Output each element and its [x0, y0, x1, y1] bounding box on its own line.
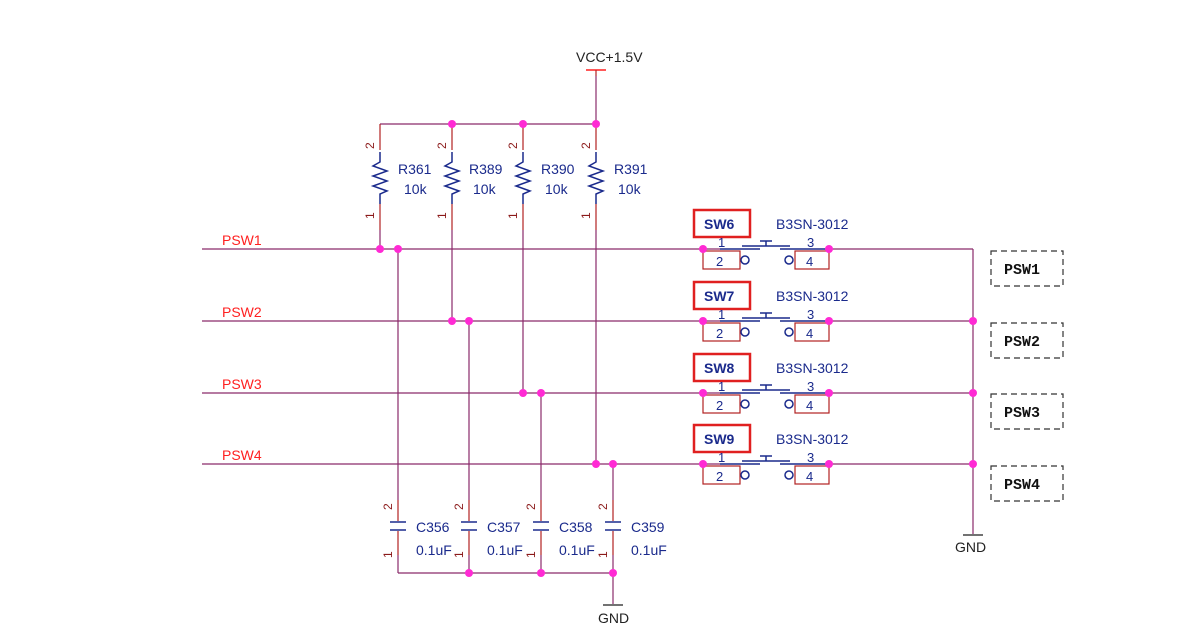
r390-value: 10k [545, 181, 569, 197]
gnd-bottom-label: GND [598, 610, 629, 626]
resistor-r361: 2 1 R361 10k [363, 124, 432, 249]
r361-value: 10k [404, 181, 428, 197]
r391-pin-bottom: 1 [579, 212, 593, 219]
sw6-ref: SW6 [704, 216, 735, 232]
sw8-highlight [692, 352, 752, 383]
bottom-gnd: GND [398, 572, 629, 626]
gnd-right-label: GND [955, 539, 986, 555]
c358-value: 0.1uF [559, 542, 595, 558]
sw7-pin4: 4 [806, 326, 813, 341]
capacitor-c357: 2 1 C357 0.1uF [452, 500, 523, 573]
switch-sw8: SW8 B3SN-3012 1 3 2 4 [692, 352, 849, 414]
port-label-psw3: PSW3 [1004, 405, 1040, 422]
port-psw2: PSW2 [990, 322, 1064, 359]
port-psw3: PSW3 [990, 393, 1064, 430]
c358-ref: C358 [559, 519, 593, 535]
sw7-part: B3SN-3012 [776, 288, 849, 304]
net-label-psw4: PSW4 [222, 447, 262, 463]
sw9-pin2: 2 [716, 469, 723, 484]
port-label-psw2: PSW2 [1004, 334, 1040, 351]
junction-dots [376, 120, 977, 577]
sw7-pin1: 1 [718, 307, 725, 322]
r361-pin-bottom: 1 [363, 212, 377, 219]
net-label-psw2: PSW2 [222, 304, 262, 320]
resistor-r390: 2 1 R390 10k [506, 124, 575, 393]
c356-ref: C356 [416, 519, 450, 535]
r391-ref: R391 [614, 161, 648, 177]
sw7-highlight [692, 280, 752, 311]
r390-pin-bottom: 1 [506, 212, 520, 219]
r361-pin-top: 2 [363, 142, 377, 149]
net-psw4: PSW4 [202, 447, 720, 465]
port-label-psw4: PSW4 [1004, 477, 1040, 494]
resistor-r391: 2 1 R391 10k [579, 124, 648, 464]
capacitor-c359: 2 1 C359 0.1uF [596, 500, 667, 573]
c357-value: 0.1uF [487, 542, 523, 558]
sw8-pin1: 1 [718, 379, 725, 394]
sw9-pin1: 1 [718, 450, 725, 465]
sw8-pin4: 4 [806, 398, 813, 413]
c359-ref: C359 [631, 519, 665, 535]
r389-value: 10k [473, 181, 497, 197]
c357-pin-top: 2 [452, 503, 466, 510]
port-label-psw1: PSW1 [1004, 262, 1040, 279]
switch-sw6: SW6 B3SN-3012 1 3 2 4 [692, 208, 849, 270]
c359-value: 0.1uF [631, 542, 667, 558]
sw6-part: B3SN-3012 [776, 216, 849, 232]
sw6-pin3: 3 [807, 235, 814, 250]
sw8-part: B3SN-3012 [776, 360, 849, 376]
sw8-pin3: 3 [807, 379, 814, 394]
r389-ref: R389 [469, 161, 503, 177]
c358-pin-bottom: 1 [524, 551, 538, 558]
sw9-pin4: 4 [806, 469, 813, 484]
switch-sw9: SW9 B3SN-3012 1 3 2 4 [692, 423, 849, 485]
switch-sw7: SW7 B3SN-3012 1 3 2 4 [692, 280, 849, 342]
r390-pin-top: 2 [506, 142, 520, 149]
right-gnd: GND [829, 248, 986, 555]
capacitor-c358: 2 1 C358 0.1uF [524, 500, 595, 573]
c356-value: 0.1uF [416, 542, 452, 558]
vcc-symbol: VCC+1.5V [576, 49, 643, 124]
r390-ref: R390 [541, 161, 575, 177]
sw9-pin3: 3 [807, 450, 814, 465]
c358-pin-top: 2 [524, 503, 538, 510]
sw6-pin2: 2 [716, 254, 723, 269]
r389-pin-bottom: 1 [435, 212, 449, 219]
sw9-part: B3SN-3012 [776, 431, 849, 447]
c357-ref: C357 [487, 519, 521, 535]
sw6-highlight [692, 208, 752, 239]
sw7-pin3: 3 [807, 307, 814, 322]
r389-pin-top: 2 [435, 142, 449, 149]
c357-pin-bottom: 1 [452, 551, 466, 558]
r391-value: 10k [618, 181, 642, 197]
sw7-pin2: 2 [716, 326, 723, 341]
net-label-psw3: PSW3 [222, 376, 262, 392]
sw6-pin1: 1 [718, 235, 725, 250]
vcc-label: VCC+1.5V [576, 49, 643, 65]
sw8-ref: SW8 [704, 360, 735, 376]
c356-pin-bottom: 1 [381, 551, 395, 558]
c359-pin-top: 2 [596, 503, 610, 510]
sw6-pin4: 4 [806, 254, 813, 269]
sw8-pin2: 2 [716, 398, 723, 413]
net-label-psw1: PSW1 [222, 232, 262, 248]
net-psw1: PSW1 [202, 232, 720, 250]
capacitor-c356: 2 1 C356 0.1uF [381, 500, 452, 573]
r391-pin-top: 2 [579, 142, 593, 149]
net-psw3: PSW3 [202, 376, 720, 394]
c359-pin-bottom: 1 [596, 551, 610, 558]
sw9-highlight [692, 423, 752, 454]
net-psw2: PSW2 [202, 304, 720, 322]
sw7-ref: SW7 [704, 288, 735, 304]
c356-pin-top: 2 [381, 503, 395, 510]
sw9-ref: SW9 [704, 431, 735, 447]
r361-ref: R361 [398, 161, 432, 177]
port-psw4: PSW4 [990, 465, 1064, 502]
resistor-r389: 2 1 R389 10k [435, 124, 503, 321]
port-psw1: PSW1 [990, 250, 1064, 287]
